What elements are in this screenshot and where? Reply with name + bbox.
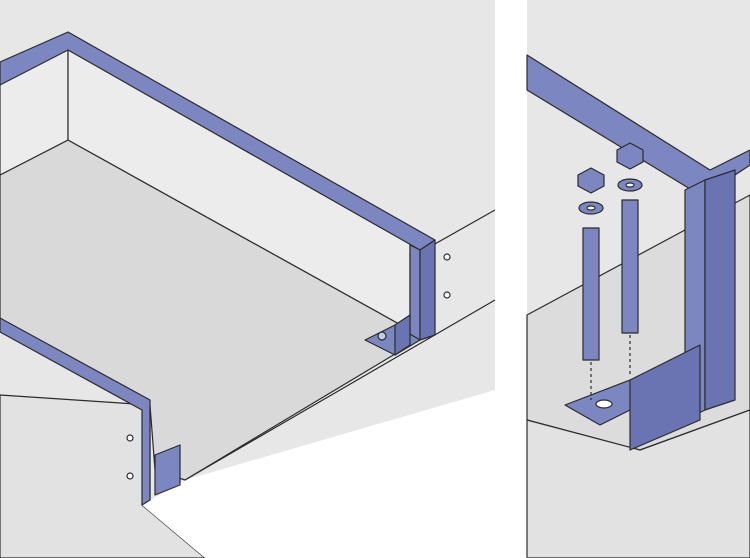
lower-gap <box>142 390 495 558</box>
detail-frame-post-side <box>704 169 736 411</box>
overview-panel <box>0 0 496 558</box>
frame-post-right-side <box>419 239 436 341</box>
nut-icon <box>577 167 605 194</box>
bracket-front <box>154 444 181 496</box>
nut-icon <box>616 142 644 170</box>
hole <box>126 472 134 480</box>
detail-panel <box>526 0 750 558</box>
bolt-nut-icon <box>377 331 387 341</box>
anchor-bolt-2 <box>616 142 644 375</box>
anchor-bolt-1 <box>577 167 605 400</box>
hole <box>443 253 451 261</box>
bracket-right-wall <box>394 314 411 356</box>
detail-frame-rim <box>526 54 750 196</box>
hole <box>443 291 451 299</box>
bolt-shaft-icon <box>621 199 639 334</box>
bolt-shaft-icon <box>582 227 600 361</box>
anchor-hole <box>595 399 613 409</box>
slab-edge-line <box>184 299 496 481</box>
detail-slab-face <box>526 409 750 558</box>
frame-front <box>0 317 151 506</box>
hole <box>126 434 134 442</box>
frame-post-right <box>409 244 421 346</box>
detail-bracket-wall <box>629 344 701 451</box>
